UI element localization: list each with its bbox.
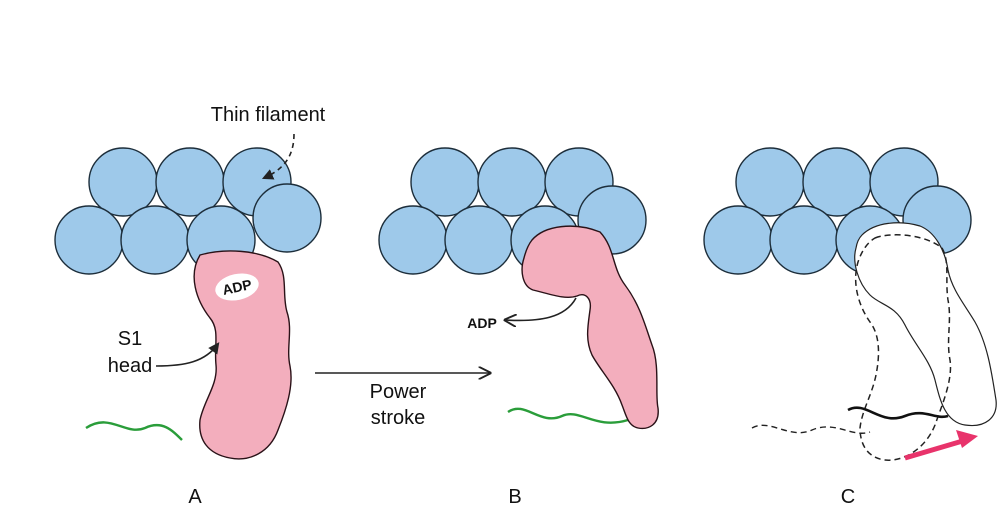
myosin-tail-b: [507, 407, 629, 424]
panel-b-label: B: [508, 486, 521, 508]
filament-movement-arrowhead: [956, 430, 978, 448]
s1-head-pointer: [155, 342, 220, 367]
adp-released-label: ADP: [467, 315, 497, 331]
actin-monomer: [769, 205, 839, 275]
actin-monomer: [88, 147, 158, 217]
actin-monomer: [252, 183, 322, 253]
thin-filament-c: [703, 147, 972, 275]
myosin-tail-c-old: [751, 424, 871, 434]
actin-monomer: [444, 205, 514, 275]
thin-filament-pointer: [261, 133, 295, 180]
actin-monomer: [802, 147, 872, 217]
power-stroke-annotation: Power stroke: [315, 373, 490, 429]
s1-head-b: [521, 225, 659, 430]
s1-head-c-old-outline: [854, 234, 952, 461]
power-label: Power: [370, 381, 427, 403]
adp-bound-label: ADP: [221, 276, 253, 298]
thin-filament-label: Thin filament: [211, 104, 326, 126]
panel-a: ADP Thin filament S1 head A: [54, 104, 326, 508]
adp-release-arrow: [505, 297, 577, 320]
myosin-tail-a: [85, 421, 183, 441]
head-label: head: [108, 355, 153, 377]
actin-monomer: [120, 205, 190, 275]
panel-c-label: C: [841, 486, 855, 508]
s1-head-a: [193, 250, 292, 460]
filament-movement-arrow: [904, 437, 967, 461]
myosin-tail-c-new: [847, 406, 949, 420]
s1-label: S1: [118, 328, 142, 350]
actin-monomer: [703, 205, 773, 275]
actin-monomer: [477, 147, 547, 217]
s1-head-c-new: [854, 222, 997, 427]
panel-b: ADP B: [378, 147, 659, 508]
actin-monomer: [735, 147, 805, 217]
panel-a-label: A: [188, 486, 202, 508]
adp-bound-site: [215, 273, 259, 301]
stroke-label: stroke: [371, 407, 425, 429]
actin-monomer: [155, 147, 225, 217]
panel-c: C: [703, 147, 997, 508]
actin-monomer: [54, 205, 124, 275]
actin-monomer: [378, 205, 448, 275]
actin-monomer: [410, 147, 480, 217]
